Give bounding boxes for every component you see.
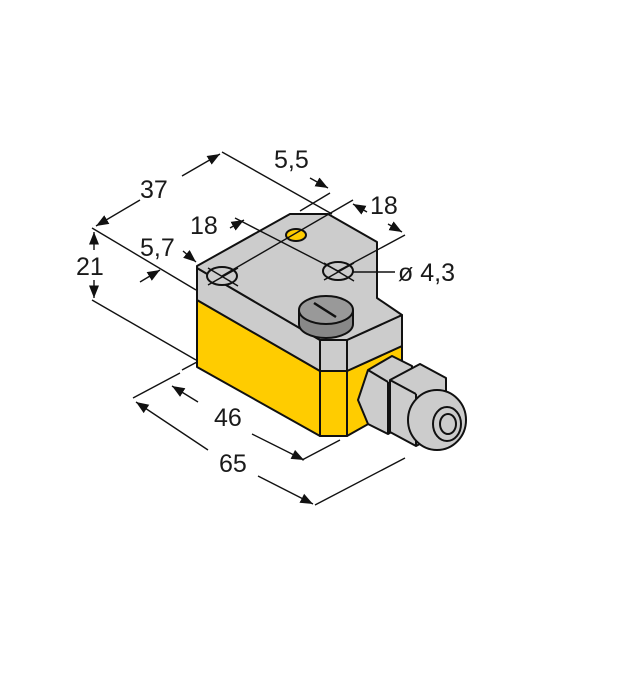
dim-length-body: 46 — [214, 404, 242, 432]
dim-hole-spacing-width: 18 — [370, 192, 398, 220]
dim-width-top: 37 — [140, 176, 168, 204]
dim-hole-spacing-depth: 18 — [190, 212, 218, 240]
cable-gland — [357, 355, 467, 451]
potentiometer — [298, 295, 354, 339]
dim-hole-diameter: ø 4,3 — [398, 259, 455, 287]
dim-length-total: 65 — [219, 450, 247, 478]
dimension-lines — [88, 151, 406, 506]
dim-edge-offset: 5,7 — [140, 234, 175, 262]
dim-offset-top: 5,5 — [274, 146, 309, 174]
led-indicator — [285, 228, 307, 242]
dim-height: 21 — [76, 253, 104, 281]
housing-body-end — [319, 370, 348, 437]
